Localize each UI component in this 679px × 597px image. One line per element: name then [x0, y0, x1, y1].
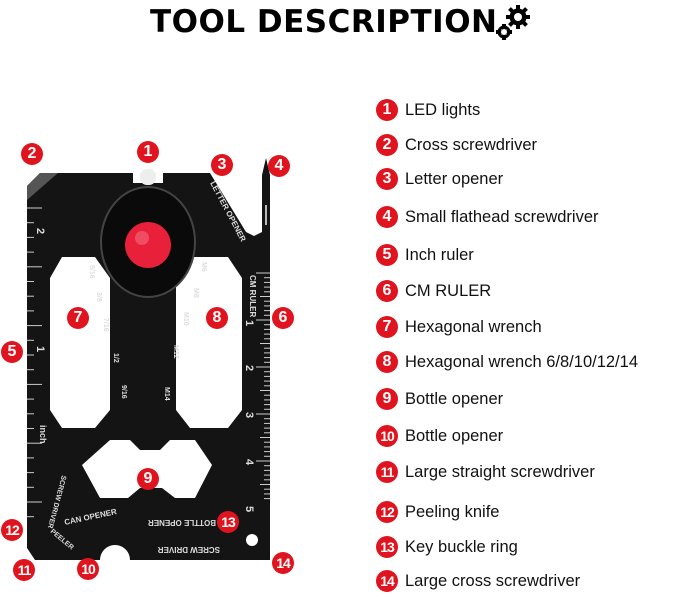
legend-label: Inch ruler: [405, 245, 474, 264]
led-bulb: [140, 169, 156, 185]
page-title: TOOL DESCRIPTION: [150, 4, 498, 40]
legend-item: 6 CM RULER: [376, 279, 491, 303]
legend-item: 8 Hexagonal wrench 6/8/10/12/14: [376, 350, 638, 374]
number-badge: 14: [376, 570, 398, 592]
gears-icon: [496, 5, 530, 40]
cm-tick-label: 2: [243, 365, 255, 371]
screw-driver-bottom-label: SCREW DRIVER: [158, 545, 220, 554]
multitool-card: LETTER OPENER CM RULER inch 2 1 1 2 3 4 …: [27, 158, 270, 560]
marker-8: 8: [206, 307, 228, 329]
legend-item: 4 Small flathead screwdriver: [376, 205, 599, 229]
wrench-size: M8: [192, 288, 199, 298]
marker-4: 4: [268, 155, 290, 177]
number-badge: 10: [376, 425, 398, 447]
inch-label: inch: [38, 425, 48, 444]
wrench-size: 7/16: [102, 318, 109, 332]
marker-5: 5: [1, 341, 23, 363]
legend-item: 10 Bottle opener: [376, 424, 503, 448]
legend-label: Small flathead screwdriver: [405, 207, 599, 226]
legend-item: 1 LED lights: [376, 98, 480, 122]
legend-label: Bottle opener: [405, 389, 504, 408]
marker-10: 10: [77, 558, 99, 580]
wrench-size: 3/8: [95, 292, 102, 302]
legend-label: Bottle opener: [405, 426, 504, 445]
led-button: [125, 222, 171, 268]
ruler-ticks: [27, 207, 270, 518]
cm-tick-label: 1: [243, 320, 255, 326]
legend-item: 13 Key buckle ring: [376, 535, 518, 559]
number-badge: 7: [376, 316, 398, 338]
cm-tick-label: 3: [243, 412, 255, 418]
legend-item: 14 Large cross screwdriver: [376, 569, 580, 593]
legend-label: Hexagonal wrench 6/8/10/12/14: [405, 352, 638, 371]
number-badge: 9: [376, 388, 398, 410]
legend-label: Hexagonal wrench: [405, 317, 542, 336]
wrench-size: 5/16: [88, 265, 95, 279]
legend-item: 11 Large straight screwdriver: [376, 460, 595, 484]
wrench-size: M12: [172, 345, 179, 359]
number-badge: 11: [376, 461, 398, 483]
cross-screwdriver-corner: [27, 173, 58, 200]
number-badge: 8: [376, 351, 398, 373]
legend-label: Large cross screwdriver: [405, 571, 581, 590]
marker-12: 12: [1, 519, 23, 541]
legend-label: Letter opener: [405, 169, 504, 188]
number-badge: 12: [376, 501, 398, 523]
wrench-size: M6: [200, 262, 207, 272]
legend-label: Cross screwdriver: [405, 135, 538, 154]
legend-item: 9 Bottle opener: [376, 387, 503, 411]
number-badge: 5: [376, 244, 398, 266]
cm-ruler-label: CM RULER: [248, 275, 257, 317]
legend-item: 7 Hexagonal wrench: [376, 315, 542, 339]
number-badge: 4: [376, 206, 398, 228]
legend-item: 5 Inch ruler: [376, 243, 474, 267]
number-badge: 13: [376, 536, 398, 558]
marker-1: 1: [137, 141, 159, 163]
wrench-size: M10: [182, 312, 189, 326]
inch-tick-label: 2: [34, 228, 46, 234]
marker-14: 14: [272, 552, 294, 574]
legend-item: 2 Cross screwdriver: [376, 133, 537, 157]
marker-7: 7: [67, 307, 89, 329]
cm-tick-label: 4: [243, 459, 255, 466]
wrench-size: 1/2: [112, 353, 119, 363]
cm-tick-label: 5: [243, 506, 255, 512]
marker-11: 11: [13, 559, 35, 581]
number-badge: 6: [376, 280, 398, 302]
number-badge: 2: [376, 134, 398, 156]
card-body: [27, 158, 270, 560]
legend-label: Large straight screwdriver: [405, 462, 595, 481]
legend-label: Peeling knife: [405, 502, 500, 521]
legend-item: 3 Letter opener: [376, 167, 503, 191]
legend-item: 12 Peeling knife: [376, 500, 499, 524]
number-badge: 3: [376, 168, 398, 190]
marker-2: 2: [21, 143, 43, 165]
bottle-opener-label: BOTTLE OPENER: [148, 518, 216, 527]
legend-label: Key buckle ring: [405, 537, 518, 556]
wrench-size: M14: [163, 387, 170, 401]
marker-13: 13: [217, 511, 239, 533]
wrench-size: 9/16: [120, 385, 127, 399]
legend-label: LED lights: [405, 100, 481, 119]
marker-9: 9: [137, 468, 159, 490]
inch-tick-label: 1: [34, 346, 46, 352]
marker-3: 3: [211, 154, 233, 176]
marker-6: 6: [272, 307, 294, 329]
legend-label: CM RULER: [405, 281, 492, 300]
number-badge: 1: [376, 99, 398, 121]
